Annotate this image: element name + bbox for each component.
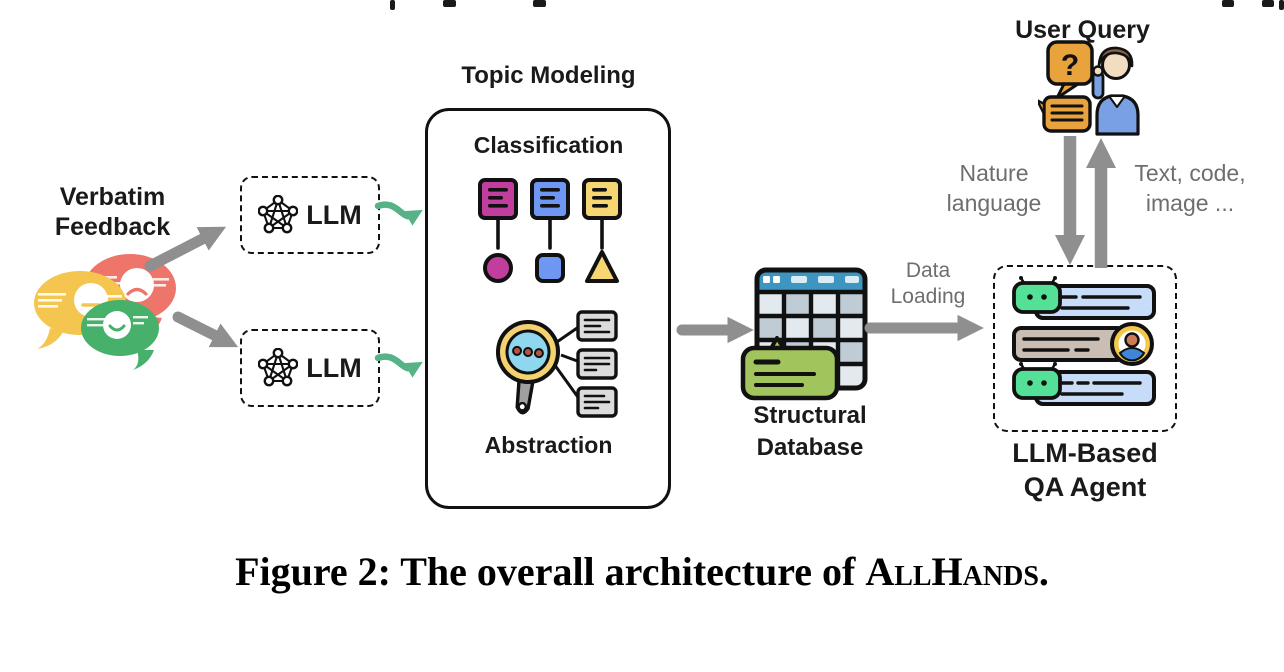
- abstraction-label: Abstraction: [484, 432, 613, 458]
- abstraction-icon: [496, 310, 618, 418]
- llm-top-label: LLM: [306, 199, 362, 230]
- cropped-text-fragment: [1279, 0, 1284, 10]
- cropped-text-fragment: [390, 0, 395, 10]
- user-query-icon: ?: [1038, 40, 1140, 136]
- class-triangle: [585, 250, 619, 283]
- verbatim-feedback-line2: Feedback: [54, 213, 171, 241]
- topic-modeling-box: [425, 108, 671, 509]
- llm-bottom-label: LLM: [306, 352, 362, 383]
- data-loading-line2: Loading: [890, 285, 966, 308]
- qa-agent-icon: [1012, 276, 1156, 406]
- person-icon: [1091, 46, 1140, 136]
- cropped-text-fragment: [443, 0, 456, 7]
- text-code-image-line1: Text, code,: [1134, 160, 1246, 186]
- llm-box-top: LLM: [240, 176, 380, 254]
- class-square: [535, 253, 565, 283]
- note-small-icon: [1038, 95, 1092, 133]
- user-query-label: User Query: [1015, 16, 1150, 44]
- qa-agent-label: LLM-Based QA Agent: [1000, 436, 1170, 504]
- question-bubble-icon: ?: [1046, 40, 1094, 100]
- classification-icon: [478, 178, 622, 283]
- qa-agent-line1: LLM-Based: [1012, 438, 1158, 468]
- nature-language-label: Nature language: [930, 158, 1058, 218]
- llm-network-icon: [258, 348, 299, 387]
- cropped-text-fragment: [1222, 0, 1234, 7]
- structural-database-line2: Database: [756, 434, 864, 461]
- text-code-image-label: Text, code, image ...: [1115, 158, 1265, 218]
- llm-box-bottom: LLM: [240, 329, 380, 407]
- chat-row-robot: [1012, 276, 1156, 320]
- structural-database-line1: Structural: [753, 402, 867, 429]
- cropped-text-fragment: [533, 0, 546, 7]
- data-loading-line1: Data: [905, 259, 951, 282]
- smile-mouth: [108, 324, 126, 332]
- verbatim-feedback-line1: Verbatim: [59, 183, 166, 211]
- text-code-image-line2: image ...: [1145, 190, 1235, 216]
- sad-mouth: [126, 287, 148, 296]
- verbatim-feedback-label: Verbatim Feedback: [20, 182, 205, 242]
- structural-database-icon: [740, 267, 868, 401]
- caption-prefix: Figure 2: The overall architecture of: [235, 549, 866, 594]
- nature-language-line1: Nature: [959, 160, 1029, 186]
- nature-language-line2: language: [946, 190, 1042, 216]
- structural-database-label: Structural Database: [740, 400, 880, 464]
- class-circle: [483, 253, 513, 283]
- llm-network-icon: [258, 195, 299, 234]
- note-icon: [740, 336, 840, 401]
- green-bubble-icon: [81, 300, 159, 370]
- chat-row-user: [1012, 322, 1154, 366]
- classification-label: Classification: [473, 132, 624, 158]
- feedback-bubbles-icon: [34, 254, 176, 370]
- magnifier-icon: [496, 320, 560, 415]
- arrow-llm-top-to-topic-box: [374, 201, 423, 226]
- question-mark-glyph: ?: [1061, 49, 1079, 82]
- data-loading-label: Data Loading: [878, 258, 978, 310]
- topic-modeling-title: Topic Modeling: [461, 62, 636, 89]
- topic-doc-cards: [576, 310, 618, 418]
- figure-caption: Figure 2: The overall architecture of Al…: [0, 548, 1284, 595]
- caption-suffix: .: [1038, 549, 1049, 594]
- cropped-text-fragment: [1262, 0, 1274, 7]
- arrow-llm-bottom-to-topic-box: [374, 353, 423, 378]
- caption-smallcaps: AllHands: [865, 549, 1039, 594]
- chat-row-robot: [1012, 362, 1156, 406]
- qa-agent-line2: QA Agent: [1023, 472, 1147, 502]
